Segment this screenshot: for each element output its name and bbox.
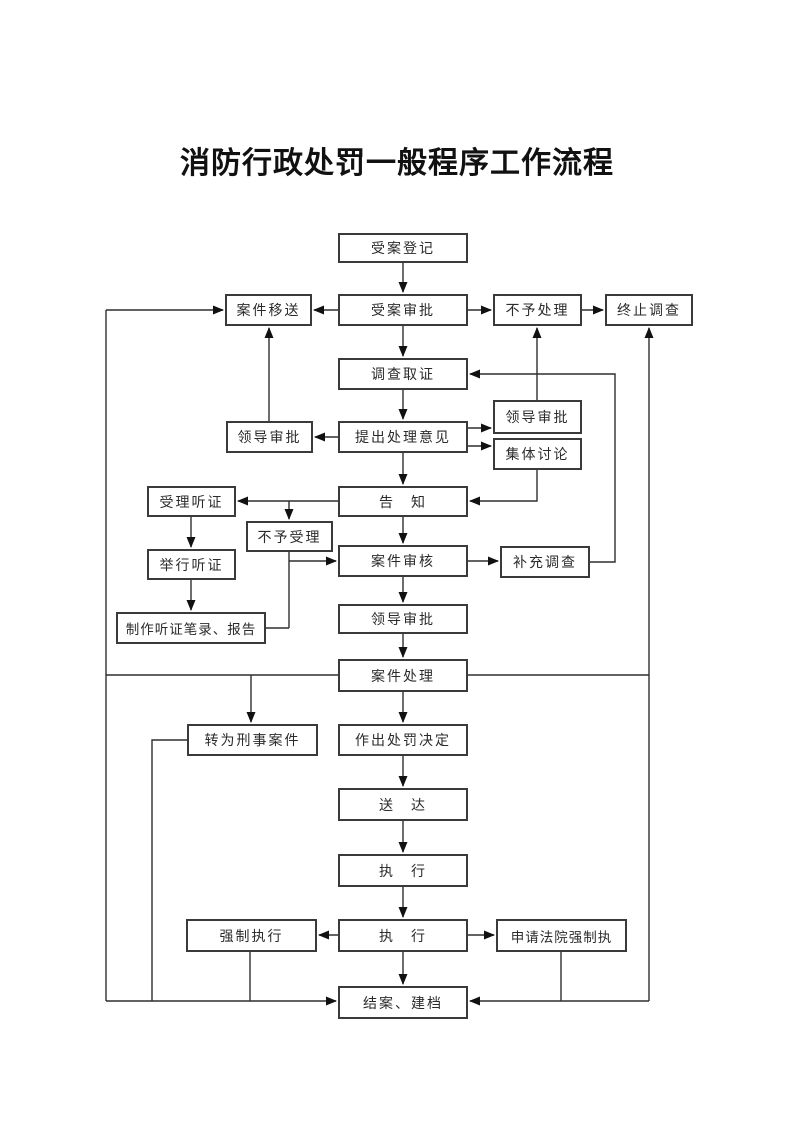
node-notification: 告 知: [338, 486, 468, 517]
node-case-handling: 案件处理: [338, 659, 468, 692]
node-accept-hearing: 受理听证: [147, 486, 236, 517]
node-case-registration: 受案登记: [338, 233, 468, 263]
node-execution-2: 执 行: [338, 919, 468, 952]
node-case-review: 案件审核: [338, 545, 468, 577]
edge-criminal-to-close: [151, 739, 187, 1001]
node-no-processing: 不予处理: [493, 294, 582, 326]
node-supplementary-investigation: 补充调查: [500, 546, 590, 578]
node-leader-approval-center: 领导审批: [338, 604, 468, 634]
node-delivery: 送 达: [338, 788, 468, 821]
node-apply-court-compulsory-execution: 申请法院强制执: [496, 919, 627, 952]
node-execution-1: 执 行: [338, 854, 468, 887]
edge-discussion-to-notification: [469, 470, 538, 506]
page-title: 消防行政处罚一般程序工作流程: [180, 147, 614, 180]
node-hearing-record-report: 制作听证笔录、报告: [116, 612, 266, 644]
node-hold-hearing: 举行听证: [147, 549, 236, 580]
node-propose-handling-opinion: 提出处理意见: [338, 421, 468, 453]
node-case-acceptance-approval: 受案审批: [338, 294, 468, 326]
node-collective-discussion: 集体讨论: [493, 438, 582, 470]
node-close-case-archive: 结案、建档: [338, 986, 468, 1019]
node-leader-approval-left: 领导审批: [226, 421, 313, 453]
edge-supplementary-to-investigation: [469, 369, 616, 563]
node-leader-approval-right: 领导审批: [493, 400, 582, 434]
node-investigation-evidence: 调查取证: [338, 358, 468, 390]
node-transfer-criminal-case: 转为刑事案件: [187, 724, 318, 756]
node-reject-hearing: 不予受理: [246, 521, 333, 552]
node-compulsory-execution: 强制执行: [186, 919, 317, 952]
node-punishment-decision: 作出处罚决定: [338, 724, 468, 756]
node-terminate-investigation: 终止调查: [605, 294, 693, 326]
node-case-transfer: 案件移送: [225, 294, 312, 326]
